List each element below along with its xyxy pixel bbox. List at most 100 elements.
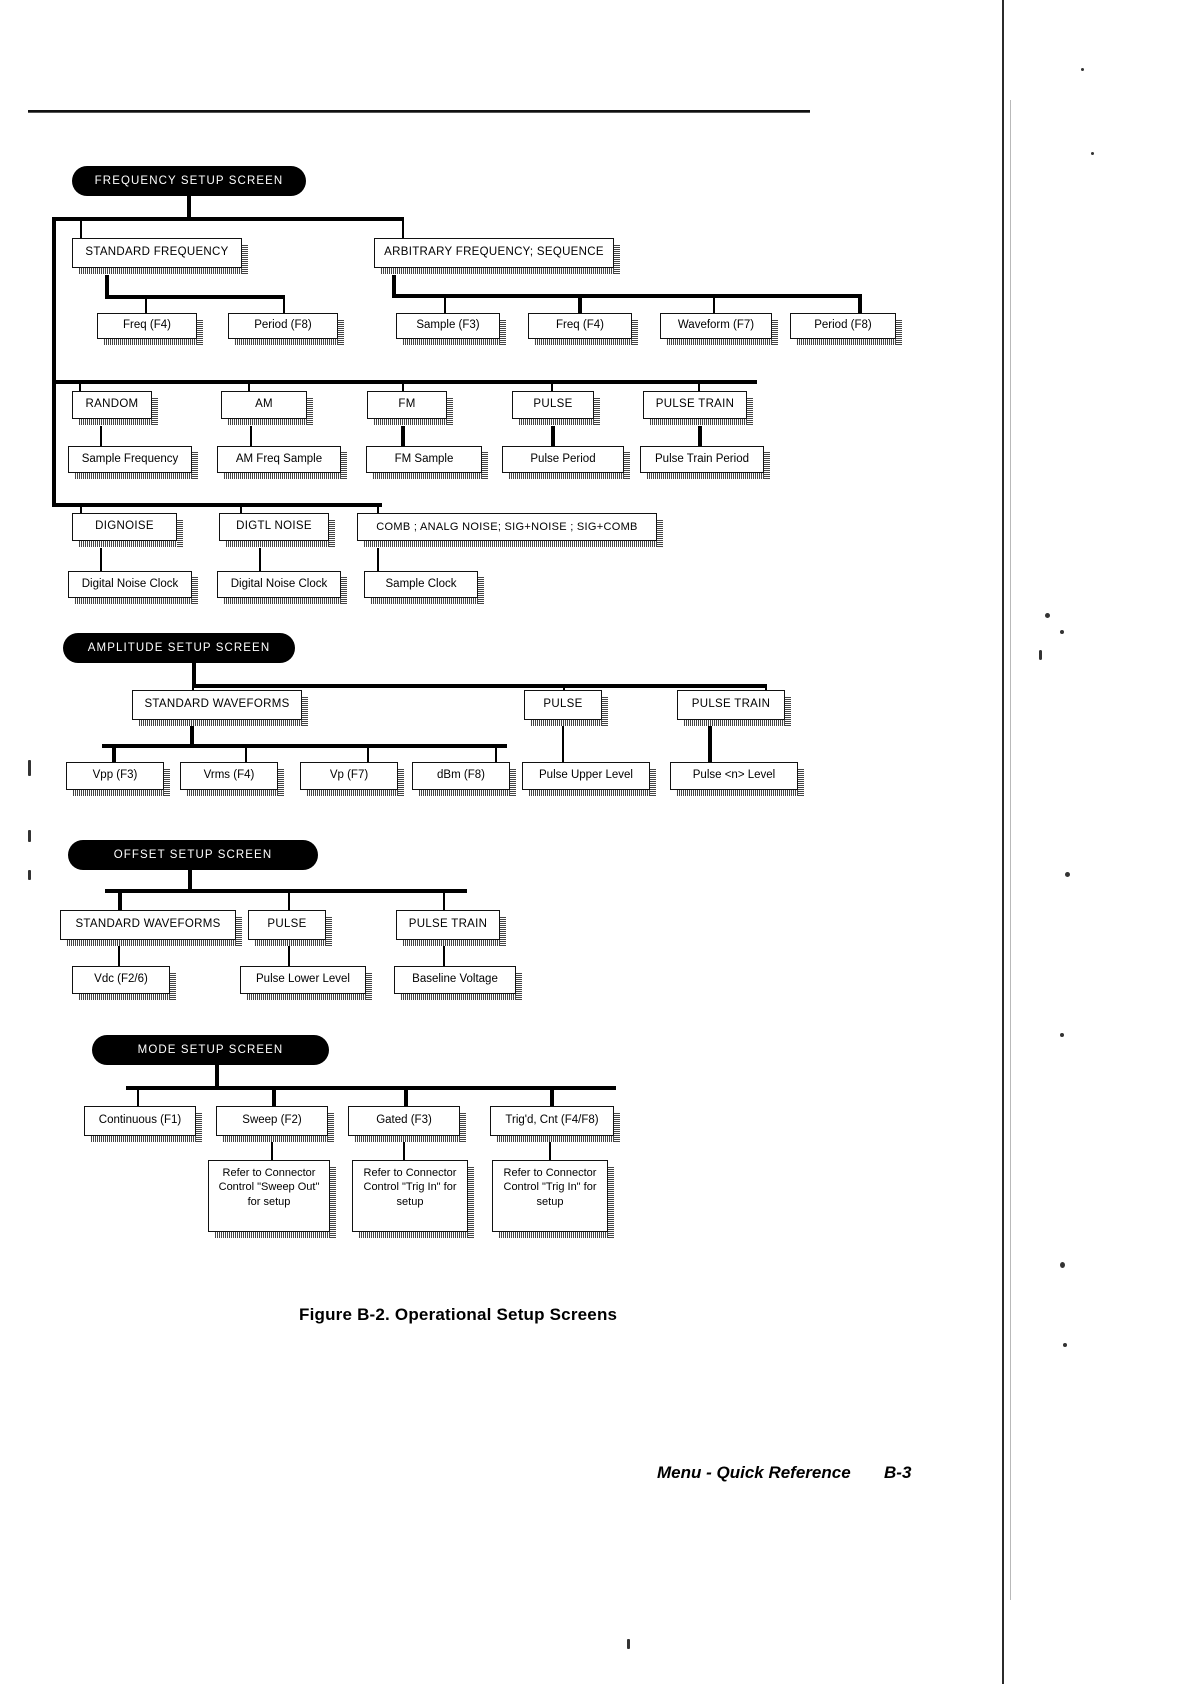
- node-label: Freq (F4): [556, 319, 604, 332]
- node-pulse-n-level[interactable]: Pulse <n> Level: [670, 762, 804, 796]
- connector-vertical: [188, 870, 192, 892]
- scan-speck: [627, 1639, 630, 1649]
- node-refer-trig-in-gated[interactable]: Refer to Connector Control "Trig In" for…: [352, 1160, 474, 1238]
- node-pulse-period[interactable]: Pulse Period: [502, 446, 630, 479]
- node-frequency-setup-screen[interactable]: FREQUENCY SETUP SCREEN: [72, 166, 306, 196]
- connector-vertical: [578, 296, 582, 313]
- connector-vertical: [187, 196, 191, 219]
- node-waveform-f7[interactable]: Waveform (F7): [660, 313, 778, 345]
- connector-bus: [52, 217, 404, 221]
- node-fm[interactable]: FM: [367, 391, 453, 425]
- node-am[interactable]: AM: [221, 391, 313, 425]
- connector-vertical: [495, 746, 497, 762]
- connector-vertical: [100, 548, 102, 571]
- scan-speck: [1045, 613, 1050, 618]
- node-pulse-lower-level[interactable]: Pulse Lower Level: [240, 966, 372, 1000]
- node-label: OFFSET SETUP SCREEN: [113, 848, 273, 862]
- node-digtl-noise[interactable]: DIGTL NOISE: [219, 513, 335, 547]
- connector-vertical: [367, 746, 369, 762]
- connector-bus: [52, 503, 382, 507]
- node-pulse-offset[interactable]: PULSE: [248, 910, 332, 946]
- node-digital-noise-clock-1[interactable]: Digital Noise Clock: [68, 571, 198, 604]
- node-standard-waveforms-offset[interactable]: STANDARD WAVEFORMS: [60, 910, 242, 946]
- node-amplitude-setup-screen[interactable]: AMPLITUDE SETUP SCREEN: [63, 633, 295, 663]
- node-continuous-f1[interactable]: Continuous (F1): [84, 1106, 202, 1142]
- node-sample-clock[interactable]: Sample Clock: [364, 571, 484, 604]
- node-comb-analg-noise-sig[interactable]: COMB ; ANALG NOISE; SIG+NOISE ; SIG+COMB: [357, 513, 663, 547]
- node-label: Gated (F3): [376, 1114, 432, 1127]
- node-standard-waveforms-amplitude[interactable]: STANDARD WAVEFORMS: [132, 690, 308, 726]
- node-label: AM: [255, 398, 273, 411]
- connector-vertical: [392, 275, 396, 297]
- node-vdc-f2-6[interactable]: Vdc (F2/6): [72, 966, 176, 1000]
- node-pulse-amplitude[interactable]: PULSE: [524, 690, 608, 726]
- node-label: STANDARD FREQUENCY: [85, 246, 229, 259]
- connector-vertical: [443, 946, 445, 966]
- connector-vertical: [288, 946, 290, 966]
- node-fm-sample[interactable]: FM Sample: [366, 446, 488, 479]
- node-random[interactable]: RANDOM: [72, 391, 158, 425]
- node-offset-setup-screen[interactable]: OFFSET SETUP SCREEN: [68, 840, 318, 870]
- node-vpp-f3[interactable]: Vpp (F3): [66, 762, 170, 796]
- node-digital-noise-clock-2[interactable]: Digital Noise Clock: [217, 571, 347, 604]
- node-label: Continuous (F1): [98, 1114, 182, 1127]
- connector-bus: [105, 889, 467, 893]
- node-label: DIGNOISE: [95, 520, 154, 533]
- node-label: Period (F8): [814, 319, 872, 332]
- connector-vertical: [137, 1088, 139, 1106]
- page-margin-line-secondary: [1010, 100, 1011, 1600]
- connector-bus: [392, 294, 862, 298]
- connector-vertical: [271, 1142, 273, 1160]
- node-label: Sweep (F2): [242, 1114, 302, 1127]
- node-dbm-f8[interactable]: dBm (F8): [412, 762, 516, 796]
- node-vrms-f4[interactable]: Vrms (F4): [180, 762, 284, 796]
- scan-speck: [1039, 650, 1042, 660]
- node-trigd-cnt-f4-f8[interactable]: Trig'd, Cnt (F4/F8): [490, 1106, 620, 1142]
- connector-vertical: [80, 505, 82, 516]
- node-label: dBm (F8): [437, 769, 485, 782]
- node-period-f8-arbitrary[interactable]: Period (F8): [790, 313, 902, 345]
- node-freq-f4-arbitrary[interactable]: Freq (F4): [528, 313, 638, 345]
- scan-speck: [1063, 1343, 1067, 1347]
- connector-vertical: [272, 1088, 276, 1106]
- node-label: Waveform (F7): [677, 319, 755, 332]
- node-pulse-upper-level[interactable]: Pulse Upper Level: [522, 762, 656, 796]
- node-pulse-frequency[interactable]: PULSE: [512, 391, 600, 425]
- node-mode-setup-screen[interactable]: MODE SETUP SCREEN: [92, 1035, 329, 1065]
- connector-vertical: [118, 946, 120, 966]
- node-sample-f3[interactable]: Sample (F3): [396, 313, 506, 345]
- node-pulse-train-offset[interactable]: PULSE TRAIN: [396, 910, 506, 946]
- node-standard-frequency[interactable]: STANDARD FREQUENCY: [72, 238, 248, 274]
- node-label: Period (F8): [254, 319, 312, 332]
- node-period-f8-standard[interactable]: Period (F8): [228, 313, 344, 345]
- node-refer-sweep-out[interactable]: Refer to Connector Control "Sweep Out" f…: [208, 1160, 336, 1238]
- node-label: COMB ; ANALG NOISE; SIG+NOISE ; SIG+COMB: [376, 520, 638, 533]
- node-pulse-train-frequency[interactable]: PULSE TRAIN: [643, 391, 753, 425]
- node-vp-f7[interactable]: Vp (F7): [300, 762, 404, 796]
- node-baseline-voltage[interactable]: Baseline Voltage: [394, 966, 522, 1000]
- connector-vertical: [100, 426, 102, 446]
- connector-vertical: [562, 726, 564, 762]
- node-label: STANDARD WAVEFORMS: [144, 698, 290, 711]
- node-pulse-train-period[interactable]: Pulse Train Period: [640, 446, 770, 479]
- connector-vertical: [858, 296, 862, 313]
- node-pulse-train-amplitude[interactable]: PULSE TRAIN: [677, 690, 791, 726]
- connector-vertical: [288, 891, 290, 911]
- connector-vertical: [190, 726, 194, 746]
- node-label: RANDOM: [85, 398, 139, 411]
- node-sweep-f2[interactable]: Sweep (F2): [216, 1106, 334, 1142]
- node-arbitrary-frequency-sequence[interactable]: ARBITRARY FREQUENCY; SEQUENCE: [374, 238, 620, 274]
- node-sample-frequency[interactable]: Sample Frequency: [68, 446, 198, 479]
- node-label: Pulse Lower Level: [256, 973, 350, 986]
- node-label: PULSE TRAIN: [655, 398, 735, 411]
- node-gated-f3[interactable]: Gated (F3): [348, 1106, 466, 1142]
- node-am-freq-sample[interactable]: AM Freq Sample: [217, 446, 347, 479]
- node-refer-trig-in-trigd[interactable]: Refer to Connector Control "Trig In" for…: [492, 1160, 614, 1238]
- scan-speck: [28, 760, 31, 776]
- node-freq-f4-standard[interactable]: Freq (F4): [97, 313, 203, 345]
- connector-vertical: [112, 746, 116, 762]
- scan-speck: [1060, 1033, 1064, 1037]
- node-dignoise[interactable]: DIGNOISE: [72, 513, 183, 547]
- connector-vertical: [404, 1088, 408, 1106]
- node-label: Digital Noise Clock: [81, 577, 179, 590]
